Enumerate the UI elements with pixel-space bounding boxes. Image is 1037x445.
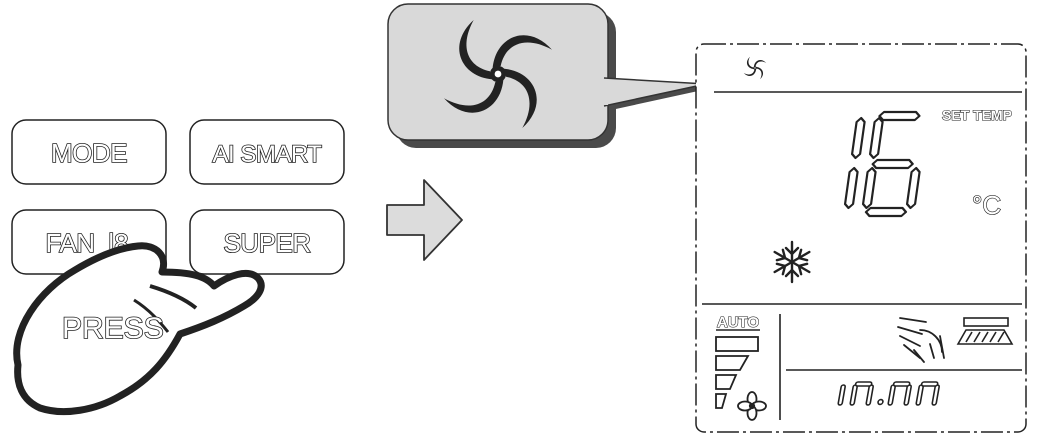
press-label: PRESS <box>62 312 164 345</box>
fan-button[interactable]: FAN |8 <box>11 209 167 275</box>
ai-smart-button-label: AI SMART <box>213 141 323 168</box>
time-digits <box>837 381 940 406</box>
callout-bubble <box>387 3 712 148</box>
swing-louver-icon <box>897 317 945 363</box>
arrow-right-icon <box>386 179 463 261</box>
super-button-label: SUPER <box>223 228 310 258</box>
super-button[interactable]: SUPER <box>189 209 345 275</box>
temperature-unit: °C <box>972 190 1001 220</box>
mode-button-label: MODE <box>51 138 127 168</box>
snowflake-icon <box>773 240 811 284</box>
flap-icon <box>956 317 1014 345</box>
fan-speed-label: AUTO <box>717 314 760 331</box>
fan-speed-bars <box>715 336 759 409</box>
lcd-display: SET TEMP °C <box>695 43 1027 433</box>
fan-icon <box>737 391 767 421</box>
set-temp-label: SET TEMP <box>942 107 1012 123</box>
hand-icon: PRESS <box>13 242 265 416</box>
ai-smart-button[interactable]: AI SMART <box>189 119 345 185</box>
fan-button-label: FAN <box>45 228 94 258</box>
mode-button[interactable]: MODE <box>11 119 167 185</box>
